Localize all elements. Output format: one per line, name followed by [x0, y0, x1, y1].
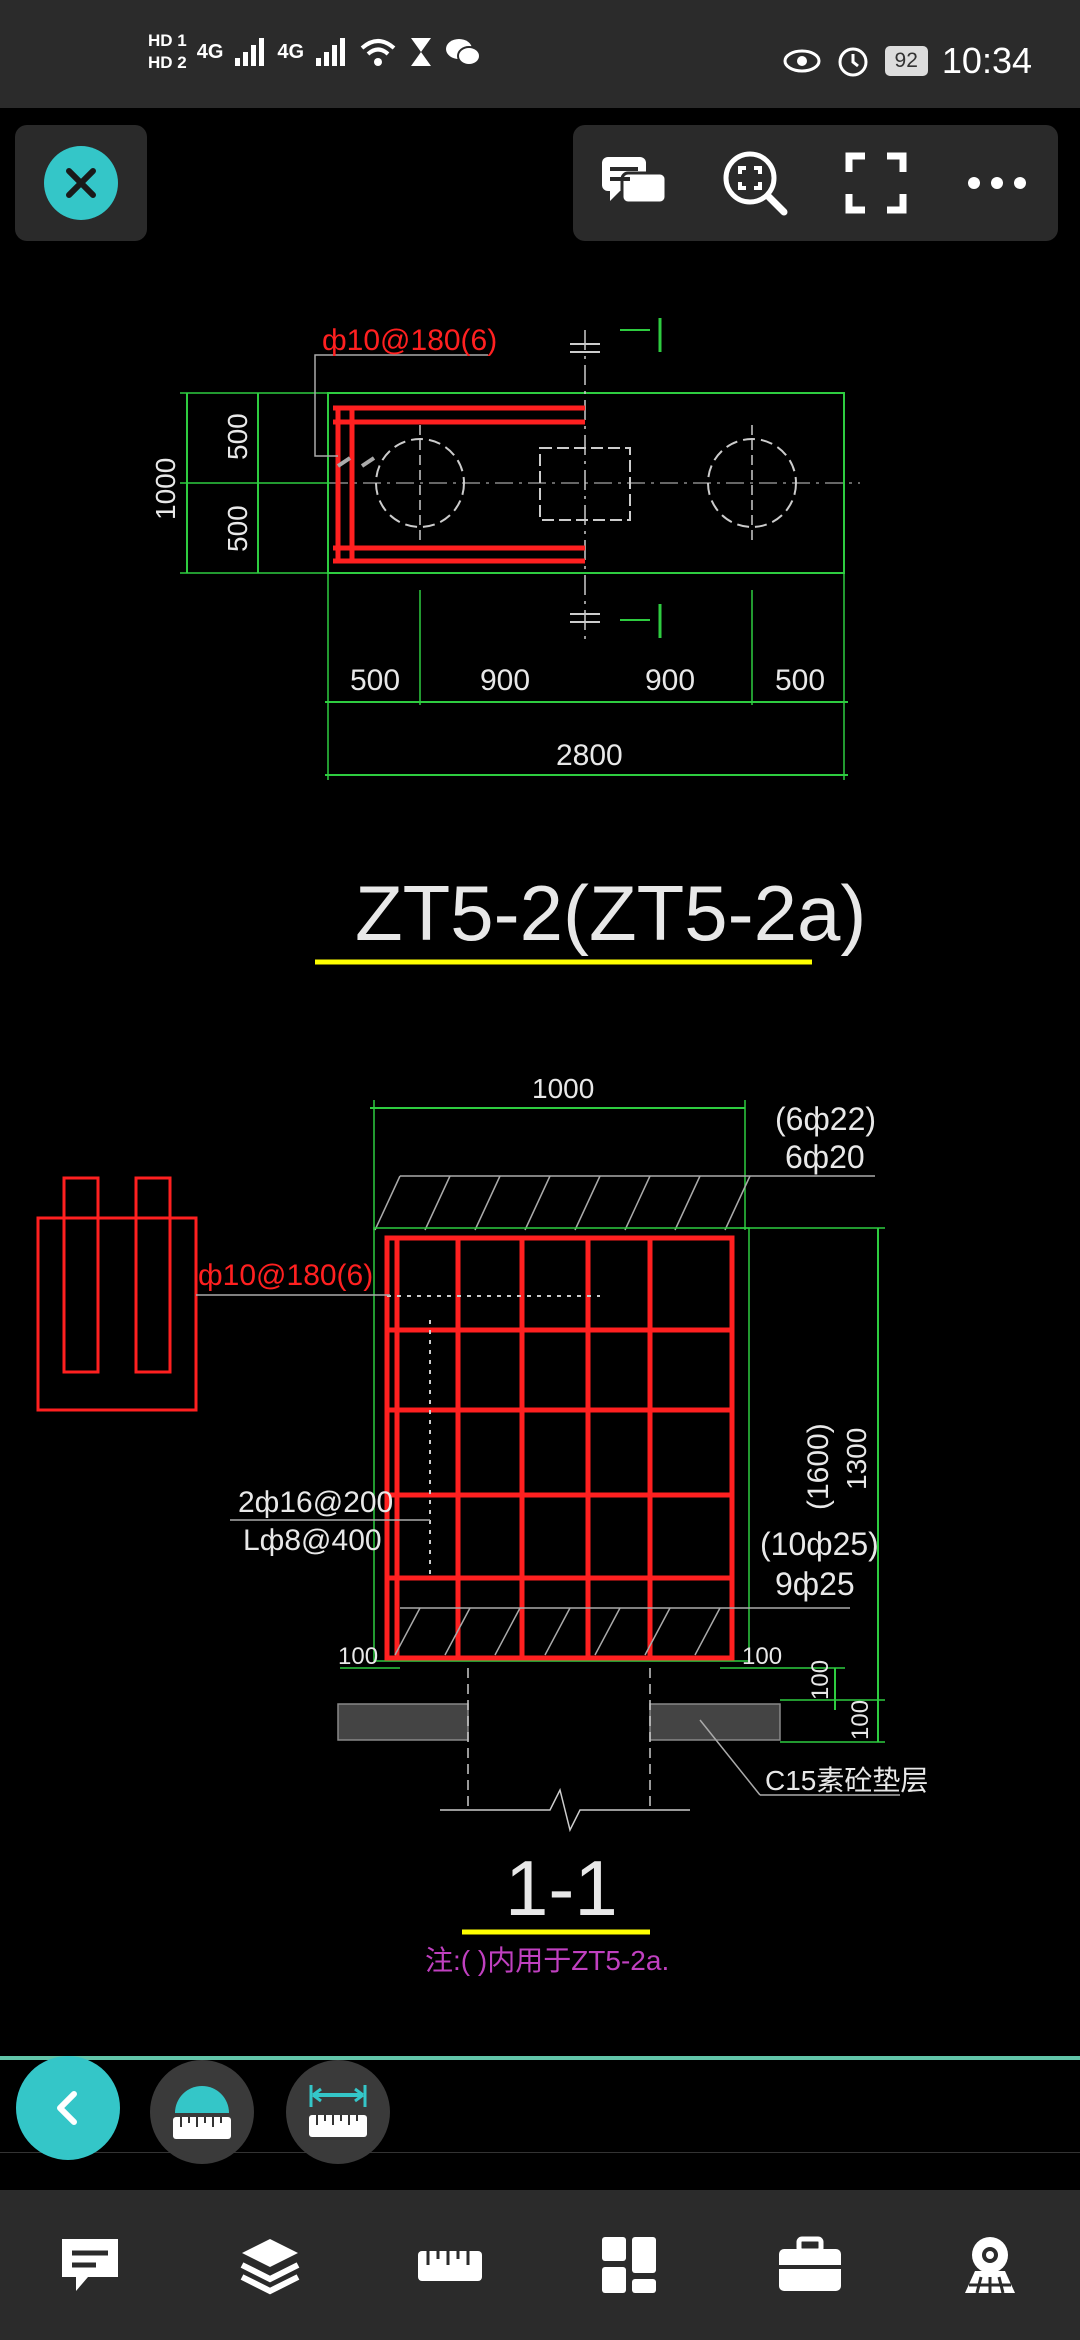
view-icon[interactable] — [945, 2220, 1035, 2310]
sim-indicators: HD 1 HD 2 — [148, 30, 187, 74]
back-button[interactable] — [16, 2056, 120, 2160]
close-icon — [44, 146, 118, 220]
status-bar: HD 1 HD 2 4G 4G 92 10:34 — [0, 0, 1080, 108]
plan-dim-1000: 1000 — [150, 458, 181, 520]
net1-label: 4G — [196, 40, 224, 63]
layers-icon[interactable] — [225, 2220, 315, 2310]
section-side-bars: 2ф16@200 — [238, 1486, 393, 1519]
more-icon[interactable] — [957, 143, 1037, 223]
signal-icon — [235, 38, 265, 66]
plan-dim-total: 2800 — [556, 739, 623, 772]
plan-dim-500-a: 500 — [222, 413, 253, 460]
chevron-left-icon — [57, 2091, 77, 2125]
toolbox-icon[interactable] — [765, 2220, 855, 2310]
wifi-icon — [360, 39, 396, 66]
sim1-label: HD 1 — [148, 31, 187, 50]
section-top-bars: 6ф20 — [785, 1139, 865, 1175]
section-dim-paren: (1600) — [802, 1423, 835, 1510]
top-toolbar — [573, 125, 1058, 241]
eye-icon — [783, 49, 821, 73]
section-title: 1-1 — [505, 1844, 618, 1932]
bottom-nav — [0, 2190, 1080, 2340]
signal-icon — [316, 38, 346, 66]
measure-linear-icon — [309, 2085, 367, 2137]
clock: 10:34 — [941, 40, 1032, 81]
zoom-fit-icon[interactable] — [715, 143, 795, 223]
section-dim-left-100: 100 — [338, 1643, 378, 1670]
alarm-icon — [838, 47, 868, 77]
sim2-label: HD 2 — [148, 53, 187, 72]
net2-label: 4G — [277, 40, 305, 63]
plan-dim-bottom-2: 900 — [645, 664, 695, 697]
section-dim-vert-100-b: 100 — [847, 1700, 874, 1740]
fullscreen-icon[interactable] — [836, 143, 916, 223]
plan-dim-bottom-0: 500 — [350, 664, 400, 697]
section-top-bars-alt: (6ф22) — [775, 1101, 876, 1137]
tool-divider — [0, 2056, 1080, 2060]
section-note: 注:( )内用于ZT5-2a. — [425, 1945, 669, 1976]
measure-arc-button[interactable] — [150, 2060, 254, 2164]
ruler-icon[interactable] — [405, 2220, 495, 2310]
plan-title: ZT5-2(ZT5-2a) — [355, 869, 866, 957]
annotation-icon[interactable] — [45, 2220, 135, 2310]
cad-drawing[interactable]: ф10@180(6) 1000 500 500 500 900 900 500 … — [0, 108, 1080, 2058]
plan-view: ф10@180(6) 1000 500 500 500 900 900 500 … — [150, 318, 866, 965]
close-button[interactable] — [15, 125, 147, 241]
status-left: HD 1 HD 2 4G 4G — [148, 30, 482, 74]
plan-dim-bottom-3: 500 — [775, 664, 825, 697]
section-dim-vert-100-a: 100 — [807, 1660, 834, 1700]
section-top-dim: 1000 — [532, 1073, 594, 1104]
section-dim-height: 1300 — [841, 1428, 872, 1490]
plan-rebar-note: ф10@180(6) — [322, 324, 497, 357]
section-view: 1000 (6ф22) 6ф20 (1600) 1300 100 100 — [36, 1073, 928, 1976]
section-stirrup-note: ф10@180(6) — [198, 1259, 373, 1292]
comments-icon[interactable] — [594, 143, 674, 223]
tool-divider-2 — [0, 2152, 1080, 2153]
plan-dim-bottom-1: 900 — [480, 664, 530, 697]
hourglass-icon — [411, 38, 432, 66]
status-right: 92 10:34 — [783, 40, 1032, 82]
section-bottom-bars-alt: (10ф25) — [760, 1526, 879, 1562]
section-tie-bars: Lф8@400 — [243, 1524, 382, 1557]
plan-dim-500-b: 500 — [222, 505, 253, 552]
section-dim-right-100: 100 — [742, 1643, 782, 1670]
measure-arc-icon — [173, 2086, 231, 2139]
battery-indicator: 92 — [884, 46, 928, 76]
measure-linear-button[interactable] — [286, 2060, 390, 2164]
dashboard-icon[interactable] — [585, 2220, 675, 2310]
section-bottom-bars: 9ф25 — [775, 1566, 855, 1602]
wechat-icon — [446, 39, 482, 66]
section-cushion-label: C15素砼垫层 — [765, 1765, 928, 1796]
